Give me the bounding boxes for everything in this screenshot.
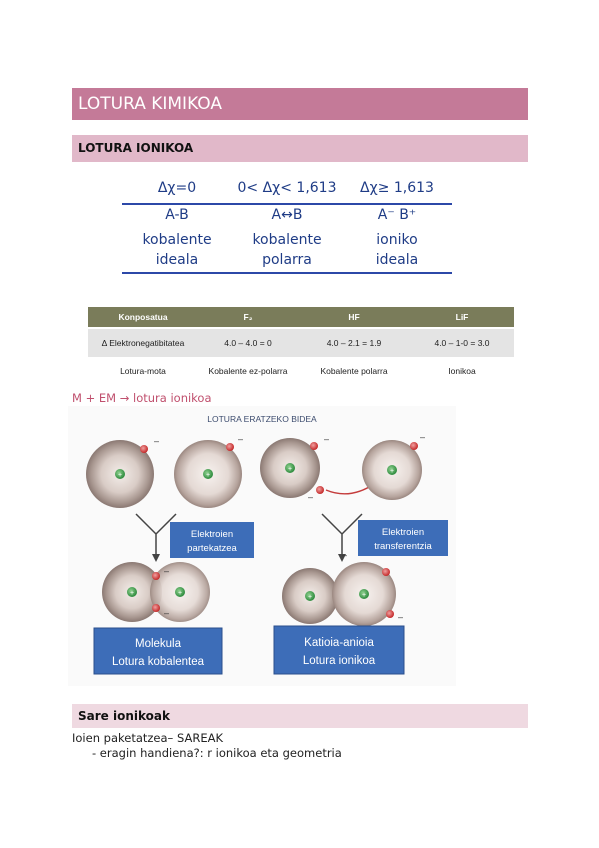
arrow-head-icon: [338, 554, 346, 562]
compound-cell: Kobalente ez-polarra: [208, 366, 288, 376]
compound-cell: Δ Elektronegatibitatea: [101, 338, 185, 348]
sharing-label-box: [170, 522, 254, 558]
chi-header-cell: 0< Δχ< 1,613: [237, 180, 337, 196]
figure-title: LOTURA ERATZEKO BIDEA: [207, 414, 317, 424]
electron: [410, 442, 418, 450]
merge-arrow-icon: [135, 513, 177, 556]
chi-type-cell: kobalente: [142, 232, 212, 248]
chi-divider: [122, 272, 452, 274]
compound-table-row: Δ Elektronegatibitatea 4.0 – 4.0 = 0 4.0…: [88, 329, 514, 357]
compound-cell: Kobalente polarra: [320, 366, 388, 376]
covalent-result-box: [93, 627, 223, 675]
nucleus-plus: +: [390, 468, 394, 475]
atom-left-a: + –: [86, 436, 159, 508]
atom-right-b: + –: [362, 432, 425, 500]
electron-minus: –: [164, 608, 169, 618]
electron-minus: –: [154, 436, 159, 446]
covalent-molecule: + + – –: [102, 562, 210, 622]
sharing-label-line2: partekatzea: [187, 543, 237, 554]
transfer-label-line2: transferentzia: [374, 541, 432, 552]
nucleus-plus: +: [362, 592, 366, 599]
compound-cell: 4.0 – 1-0 = 3.0: [434, 338, 490, 348]
chi-type-cell: ideala: [155, 252, 199, 268]
bullet-item: - eragin handiena?: r ionikoa eta geomet…: [92, 746, 342, 760]
shared-electron: [152, 572, 160, 580]
transfer-label-box: [358, 520, 448, 556]
chi-type-cell: kobalente: [252, 232, 322, 248]
electron: [226, 443, 234, 451]
page-title: LOTURA KIMIKOA: [72, 88, 528, 120]
nucleus-plus: +: [130, 590, 134, 597]
shared-electron: [152, 604, 160, 612]
compound-header-cell: Konposatua: [118, 312, 168, 322]
ionic-result-line1: Katioia-anioia: [304, 637, 374, 649]
nucleus-plus: +: [288, 466, 292, 473]
compound-table-row: Lotura-mota Kobalente ez-polarra Kobalen…: [88, 359, 514, 383]
transfer-label-line1: Elektroien: [382, 527, 424, 538]
ion-pair: + + – –: [282, 550, 403, 626]
chi-bond-cell: A-B: [165, 207, 189, 223]
electron: [310, 442, 318, 450]
compound-header-cell: HF: [348, 312, 360, 322]
compound-table-header: Konposatua F₂ HF LiF: [88, 307, 514, 327]
section-heading-ionic-bond: LOTURA IONIKOA: [72, 135, 528, 162]
compound-header-cell: LiF: [455, 312, 469, 322]
atom-left-b: + –: [174, 434, 243, 508]
chi-type-cell: polarra: [262, 252, 312, 268]
electron-minus: –: [420, 432, 425, 442]
compound-table: Konposatua F₂ HF LiF Δ Elektronegatibita…: [88, 307, 514, 383]
electron: [140, 445, 148, 453]
bond-formation-figure: LOTURA ERATZEKO BIDEA + – + – Elektroien…: [68, 406, 456, 686]
electronegativity-bond-table: Δχ=0 0< Δχ< 1,613 Δχ≥ 1,613 A-B A↔B A⁻ B…: [122, 176, 452, 274]
electron: [382, 568, 390, 576]
nucleus-plus: +: [206, 472, 210, 479]
chi-header-cell: Δχ≥ 1,613: [360, 180, 434, 196]
compound-header-cell: F₂: [243, 312, 253, 322]
compound-cell: Lotura-mota: [120, 366, 166, 376]
electron-minus: –: [238, 434, 243, 444]
atom-right-a: + – –: [260, 434, 329, 502]
chi-bond-cell: A↔B: [271, 207, 303, 223]
chi-divider: [122, 203, 452, 205]
nucleus-plus: +: [308, 594, 312, 601]
electron-minus: –: [342, 550, 347, 560]
nucleus-plus: +: [118, 472, 122, 479]
electron-minus: –: [164, 566, 169, 576]
merge-arrow-icon: [321, 513, 363, 556]
ionic-result-box: [273, 625, 405, 675]
sharing-label-line1: Elektroien: [191, 529, 233, 540]
chi-type-cell: ideala: [375, 252, 419, 268]
covalent-result-line1: Molekula: [135, 638, 182, 650]
chi-bond-cell: A⁻ B⁺: [377, 207, 417, 223]
electron-minus: –: [308, 492, 313, 502]
nucleus-plus: +: [178, 590, 182, 597]
covalent-result-line2: Lotura kobalentea: [112, 656, 205, 668]
electron-minus: –: [324, 434, 329, 444]
section-heading-ionic-lattices: Sare ionikoak: [72, 704, 528, 728]
compound-cell: 4.0 – 2.1 = 1.9: [326, 338, 382, 348]
chi-type-cell: ioniko: [376, 232, 418, 248]
chi-header-cell: Δχ=0: [157, 180, 197, 196]
compound-cell: Ionikoa: [448, 366, 476, 376]
formula-text: M + EM → lotura ionikoa: [72, 391, 212, 405]
ionic-result-line2: Lotura ionikoa: [303, 655, 376, 667]
transferring-electron: [316, 486, 324, 494]
arrow-head-icon: [152, 554, 160, 562]
compound-cell: 4.0 – 4.0 = 0: [224, 338, 272, 348]
electron-minus: –: [398, 612, 403, 622]
paragraph-text: Ioien paketatzea– SAREAK: [72, 731, 223, 745]
electron: [386, 610, 394, 618]
